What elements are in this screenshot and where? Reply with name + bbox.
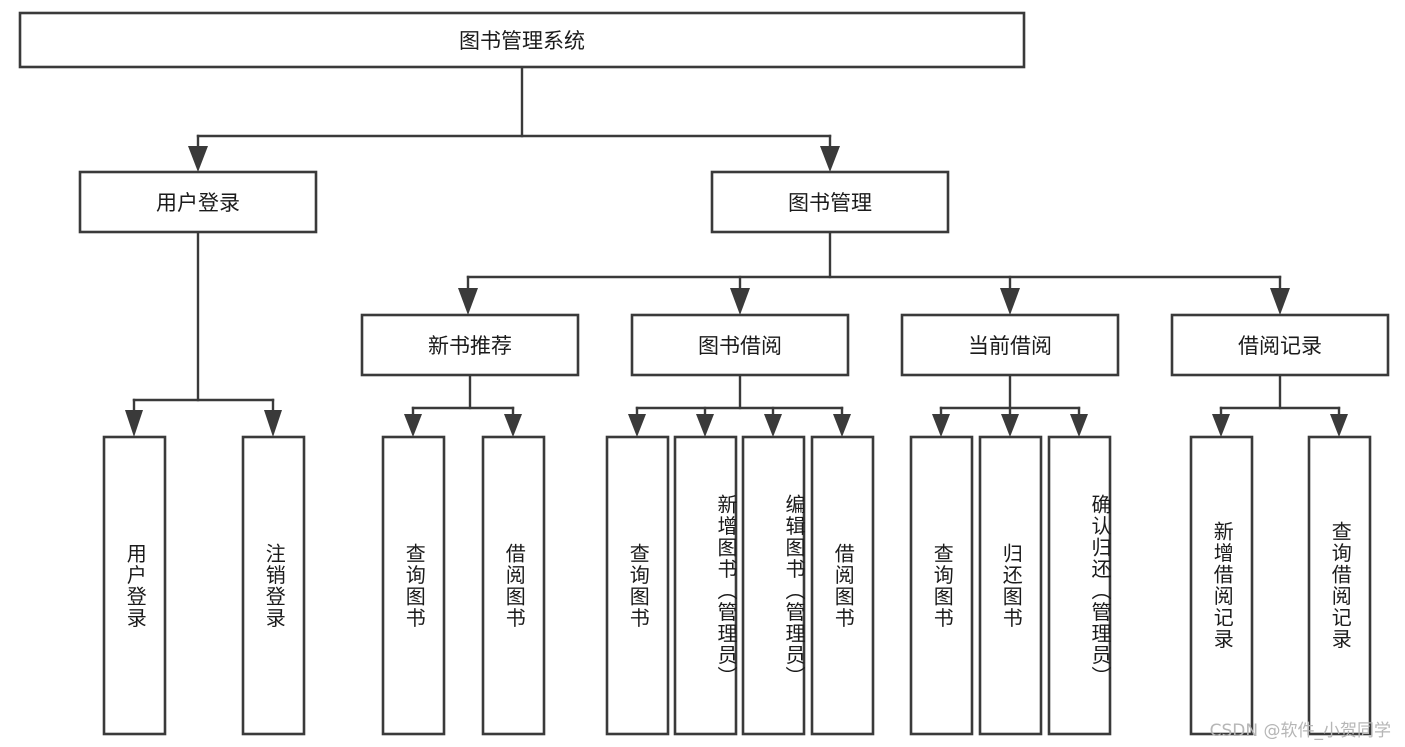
node-box-new-book-recommend[interactable] bbox=[360, 313, 580, 377]
node-box-leaf-query-book-3[interactable] bbox=[909, 435, 974, 736]
arrow-down-icon bbox=[458, 288, 478, 315]
arrow-down-icon bbox=[764, 414, 782, 437]
node-box-leaf-user-login[interactable] bbox=[102, 435, 167, 736]
node-box-leaf-logout[interactable] bbox=[241, 435, 306, 736]
arrow-down-icon bbox=[264, 410, 282, 437]
connector-bookmgmt-to-level3 bbox=[458, 230, 1290, 315]
arrow-down-icon bbox=[504, 414, 522, 437]
arrow-down-icon bbox=[932, 414, 950, 437]
arrow-down-icon bbox=[696, 414, 714, 437]
node-box-leaf-confirm-return[interactable] bbox=[1047, 435, 1112, 736]
arrow-down-icon bbox=[1330, 414, 1348, 437]
node-box-book-borrow[interactable] bbox=[630, 313, 850, 377]
arrow-down-icon bbox=[820, 146, 840, 172]
node-box-leaf-borrow-book-1[interactable] bbox=[481, 435, 546, 736]
connector-borrowrecords-to-leaves bbox=[1212, 373, 1348, 437]
node-box-leaf-return-book[interactable] bbox=[978, 435, 1043, 736]
arrow-down-icon bbox=[125, 410, 143, 437]
arrow-down-icon bbox=[1000, 288, 1020, 315]
arrow-down-icon bbox=[1001, 414, 1019, 437]
connector-userlogin-to-leaves bbox=[125, 230, 282, 437]
node-box-leaf-query-record[interactable] bbox=[1307, 435, 1372, 736]
arrow-down-icon bbox=[1270, 288, 1290, 315]
connector-newbook-to-leaves bbox=[404, 373, 522, 437]
node-box-user-login[interactable] bbox=[78, 170, 318, 234]
node-box-current-borrow[interactable] bbox=[900, 313, 1120, 377]
node-box-root[interactable] bbox=[18, 11, 1026, 69]
node-box-leaf-edit-book[interactable] bbox=[741, 435, 806, 736]
connector-bookborrow-to-leaves bbox=[628, 373, 851, 437]
node-box-leaf-borrow-book-2[interactable] bbox=[810, 435, 875, 736]
node-box-leaf-query-book-1[interactable] bbox=[381, 435, 446, 736]
node-box-leaf-query-book-2[interactable] bbox=[605, 435, 670, 736]
node-box-borrow-records[interactable] bbox=[1170, 313, 1390, 377]
arrow-down-icon bbox=[1070, 414, 1088, 437]
arrow-down-icon bbox=[628, 414, 646, 437]
connector-currentborrow-to-leaves bbox=[932, 373, 1088, 437]
arrow-down-icon bbox=[404, 414, 422, 437]
node-box-leaf-add-book[interactable] bbox=[673, 435, 738, 736]
connector-root-to-level2 bbox=[188, 65, 840, 172]
node-box-leaf-add-record[interactable] bbox=[1189, 435, 1254, 736]
arrow-down-icon bbox=[730, 288, 750, 315]
node-box-book-management[interactable] bbox=[710, 170, 950, 234]
arrow-down-icon bbox=[188, 146, 208, 172]
arrow-down-icon bbox=[833, 414, 851, 437]
arrow-down-icon bbox=[1212, 414, 1230, 437]
